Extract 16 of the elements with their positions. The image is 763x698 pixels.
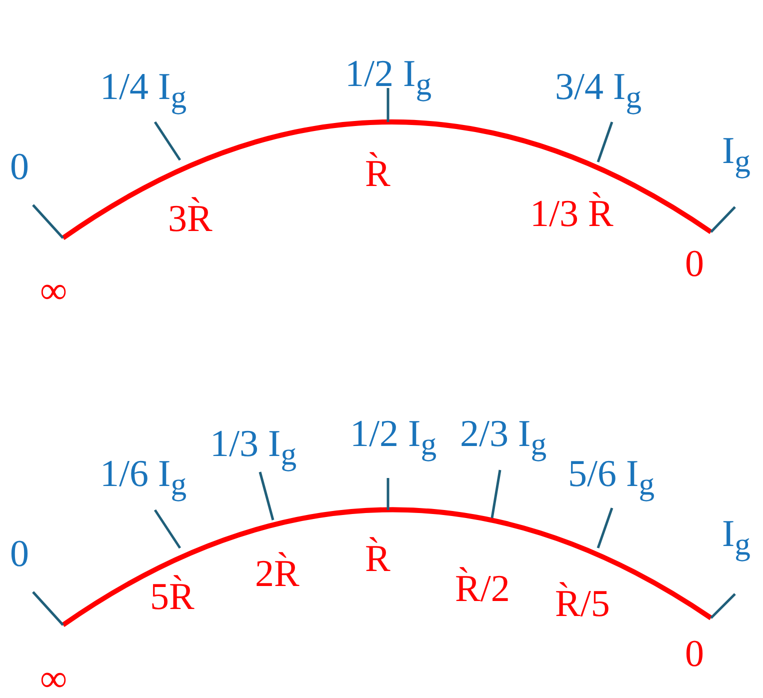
resistance-scale-label: 0 xyxy=(685,245,704,283)
current-scale-label: 0 xyxy=(10,535,29,573)
current-scale-label: 1/2 I$_{g}$ xyxy=(350,415,437,460)
current-scale-label: 1/3 I$_{g}$ xyxy=(210,425,297,470)
resistance-scale-label: 0 xyxy=(685,635,704,673)
resistance-scale-label: ∞ xyxy=(40,272,68,310)
current-scale-label: 1/6 I$_{g}$ xyxy=(100,455,187,500)
current-scale-label: 5/6 I$_{g}$ xyxy=(568,455,655,500)
current-scale-label: I$_{g}$ xyxy=(722,515,750,560)
current-scale-label: 1/4 I$_{g}$ xyxy=(100,68,187,114)
current-scale-label: 0 xyxy=(10,148,29,186)
current-scale-label: 1/2 I$_{g}$ xyxy=(345,55,432,100)
resistance-scale-label: ∞ xyxy=(40,660,68,698)
current-scale-label: 3/4 I$_{g}$ xyxy=(555,68,642,114)
current-scale-label: I$_{g}$ xyxy=(722,132,750,178)
current-scale-label: 2/3 I$_{g}$ xyxy=(460,415,547,460)
